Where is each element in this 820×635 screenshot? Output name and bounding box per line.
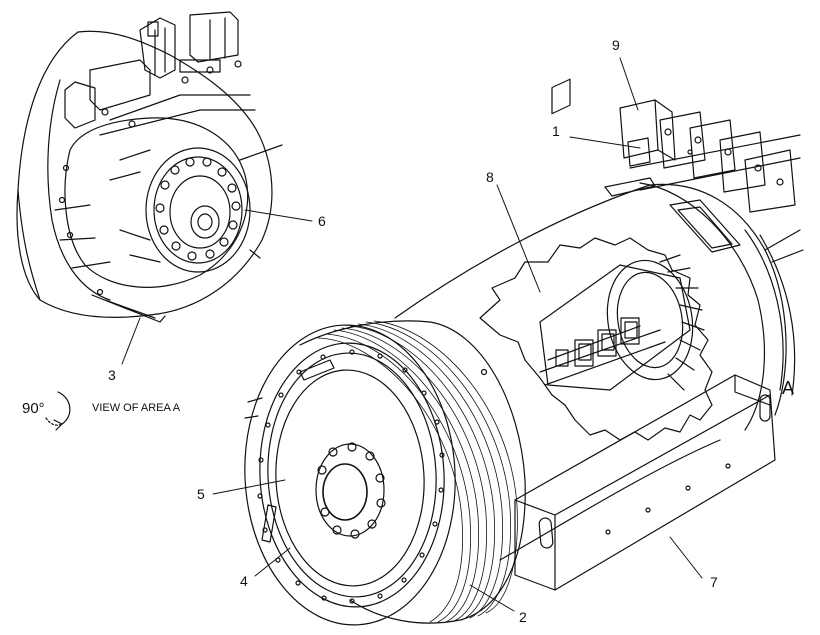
callout-2: 2 <box>519 609 527 625</box>
leader-5 <box>212 479 286 495</box>
rim-bolts <box>257 349 445 604</box>
inset-rotation-label: 90° <box>22 400 45 417</box>
leader-3 <box>121 317 141 365</box>
callout-1: 1 <box>552 123 560 139</box>
front-end-assembly <box>244 320 526 626</box>
callout-8: 8 <box>486 169 494 185</box>
inset-diodes <box>155 157 241 261</box>
frame-top-edge <box>394 183 766 319</box>
leader-4 <box>254 547 291 577</box>
area-a-marker: A <box>782 378 795 398</box>
inset-housing-outline <box>16 30 273 318</box>
cutaway-edge <box>479 237 713 441</box>
frame-right-end <box>764 249 787 416</box>
leader-2 <box>469 584 515 612</box>
terminal-bracket-assembly <box>619 99 804 263</box>
callout-7: 7 <box>710 574 718 590</box>
drive-disc-outer <box>244 324 456 626</box>
rotor-cutaway <box>479 78 713 441</box>
leader-8 <box>496 184 541 293</box>
leader-1 <box>569 136 641 149</box>
leader-lines <box>121 57 703 612</box>
inset-end-frame <box>64 117 249 288</box>
callout-5: 5 <box>197 486 205 502</box>
callout-6: 6 <box>318 213 326 229</box>
leader-7 <box>669 536 703 579</box>
leader-6 <box>244 209 313 222</box>
mounting-base-frame <box>514 374 776 591</box>
finned-housing <box>299 320 526 624</box>
inset-rectifier-ring <box>145 147 251 273</box>
inset-caption: VIEW OF AREA A <box>92 402 181 414</box>
callout-9: 9 <box>612 37 620 53</box>
shaft-end <box>322 463 368 521</box>
rotate-arrow-icon <box>45 391 71 431</box>
inset-shaft-hub <box>190 205 220 239</box>
frame-bottom-edge <box>499 439 721 561</box>
inset-terminal-brackets <box>64 11 256 136</box>
inset-housing-inner <box>47 79 111 301</box>
stator-frame-housing <box>394 177 796 561</box>
hub-bolts <box>317 442 386 539</box>
callout-4: 4 <box>240 573 248 589</box>
callout-3: 3 <box>108 367 116 383</box>
inset-view-area-a <box>16 11 283 323</box>
drive-disc-face <box>275 369 425 587</box>
drive-disc-rim <box>259 342 445 608</box>
rotor-winding-blocks <box>539 78 666 386</box>
cooling-fins <box>317 320 518 623</box>
leader-9 <box>619 57 639 111</box>
